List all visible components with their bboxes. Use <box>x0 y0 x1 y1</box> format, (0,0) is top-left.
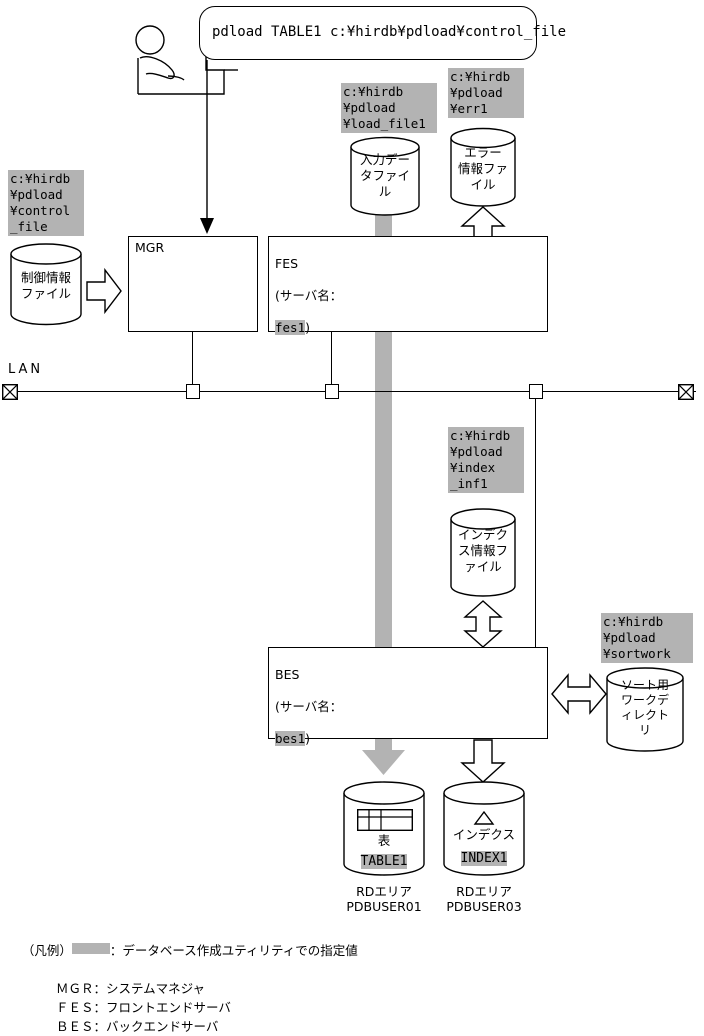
bes-lan-link <box>535 399 537 647</box>
rdarea-index-caption: RDエリア PDBUSER03 <box>446 884 522 914</box>
lan-node-mgr <box>186 384 200 399</box>
data-flow-arrowhead <box>361 742 406 776</box>
legend-row-bes: ＢＥＳ：バックエンドサーバ <box>56 1019 219 1034</box>
legend-title: （凡例） <box>21 943 72 958</box>
table-grid-icon <box>356 808 413 832</box>
index-info-bidirectional-arrow <box>462 600 504 648</box>
rdarea-table-caption: RDエリア PDBUSER01 <box>346 884 422 914</box>
index-triangle-icon <box>473 810 495 825</box>
index-rdarea-down-arrow <box>459 739 507 783</box>
lan-bus-line <box>8 391 696 393</box>
server-bes-title: BES <box>275 667 300 682</box>
rdarea-table-object-name: TABLE1 <box>360 854 408 869</box>
control-file-cylinder <box>10 243 82 326</box>
control-file-label: 制御情報 ファイル <box>20 270 71 301</box>
index-info-file-cylinder <box>450 508 516 598</box>
server-fes-sub-suffix: ) <box>305 320 310 335</box>
server-box-fes: FES (サーバ名： fes1) <box>268 236 548 335</box>
server-box-mgr: MGR <box>128 236 258 332</box>
server-box-bes: BES (サーバ名： bes1) <box>268 647 548 746</box>
lan-terminator-right <box>677 383 695 401</box>
server-fes-title: FES <box>275 256 299 271</box>
legend-swatch <box>71 943 110 954</box>
user-stick-figure <box>128 18 240 96</box>
lan-node-fes <box>325 384 339 399</box>
sort-work-bidirectional-arrow <box>551 672 607 716</box>
server-bes-sub-suffix: ) <box>305 731 310 746</box>
sort-work-label: ソート用 ワークデ ィレクト リ <box>620 678 669 737</box>
data-flow-band <box>375 208 392 750</box>
command-text: pdload TABLE1 c:¥hirdb¥pdload¥control_fi… <box>212 24 567 40</box>
error-info-file-cylinder <box>450 127 516 207</box>
error-info-up-arrow <box>459 206 507 238</box>
legend-row-mgr: ＭＧＲ：システムマネジャ <box>56 981 206 996</box>
rdarea-table-object: TABLE1 <box>343 850 425 869</box>
index-info-file-label: インデク ス情報フ ァイル <box>457 527 508 574</box>
legend: （凡例） ：データベース作成ユティリティでの指定値 ＭＧＲ：システムマネジャ ＦＥ… <box>6 922 358 1036</box>
lan-node-bes <box>529 384 543 399</box>
lan-terminator-left <box>1 383 19 401</box>
command-bubble: pdload TABLE1 c:¥hirdb¥pdload¥control_fi… <box>199 6 566 60</box>
server-fes-name: fes1 <box>275 320 306 335</box>
control-file-right-arrow <box>86 267 122 315</box>
sort-work-path: c:¥hirdb ¥pdload ¥sortwork <box>601 613 693 663</box>
rdarea-index-kind: インデクス <box>452 827 516 842</box>
mgr-lan-link <box>192 332 194 388</box>
control-file-path: c:¥hirdb ¥pdload ¥control _file <box>8 170 84 236</box>
fes-lan-link <box>331 332 333 388</box>
rdarea-table-kind: 表 <box>377 833 391 848</box>
rdarea-index-object-name: INDEX1 <box>460 851 508 866</box>
server-mgr-title: MGR <box>135 240 165 255</box>
rdarea-index-object: INDEX1 <box>443 847 525 866</box>
command-to-mgr-arrow <box>196 60 220 236</box>
legend-first-row: （凡例） ：データベース作成ユティリティでの指定値 <box>6 922 358 979</box>
index-info-file-path: c:¥hirdb ¥pdload ¥index _inf1 <box>448 427 524 493</box>
server-bes-sub-prefix: (サーバ名： <box>275 699 343 714</box>
input-data-file-path: c:¥hirdb ¥pdload ¥load_file1 <box>341 83 437 133</box>
error-info-file-label: エラー 情報ファ イル <box>457 145 508 192</box>
server-bes-name: bes1 <box>275 731 306 746</box>
lan-label: LAN <box>8 362 44 377</box>
legend-row-fes: ＦＥＳ：フロントエンドサーバ <box>56 1000 231 1015</box>
server-fes-sub-prefix: (サーバ名： <box>275 288 343 303</box>
error-info-file-path: c:¥hirdb ¥pdload ¥err1 <box>448 68 524 118</box>
sort-work-cylinder <box>606 667 684 753</box>
input-data-file-label: 入力デー タファイ ル <box>359 152 410 199</box>
legend-swatch-text: ：データベース作成ユティリティでの指定値 <box>109 943 358 958</box>
input-data-file-cylinder <box>350 136 420 216</box>
